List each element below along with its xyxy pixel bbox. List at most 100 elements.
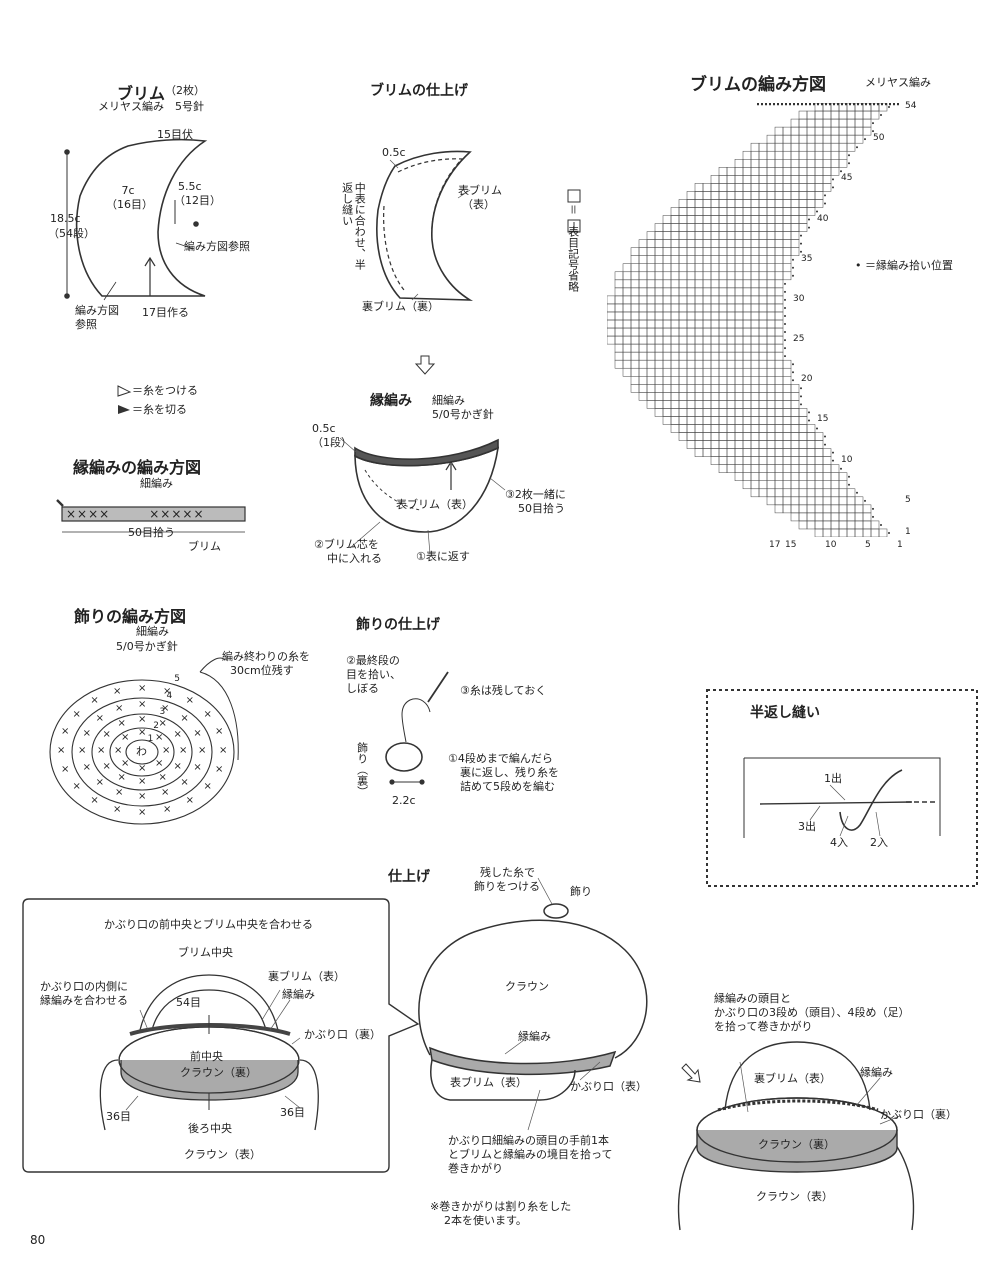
right-edge: 縁編み — [860, 1066, 893, 1079]
grid-cell — [742, 480, 752, 490]
grid-cell — [782, 472, 792, 481]
grid-cell — [750, 351, 760, 361]
grid-cell — [758, 367, 768, 377]
grid-cell — [782, 142, 792, 152]
grid-cell — [814, 126, 824, 136]
grid-cell — [766, 367, 776, 377]
grid-cell — [638, 335, 648, 345]
grid-cell — [718, 183, 728, 192]
grid-cell — [718, 448, 728, 457]
grid-cell — [670, 311, 680, 321]
grid-cell — [662, 311, 672, 321]
grid-cell — [766, 351, 776, 361]
grid-cell — [758, 376, 768, 385]
grid-cell — [774, 191, 784, 200]
grid-cell — [654, 319, 664, 329]
grid-cell — [758, 432, 768, 441]
grid-cell — [838, 110, 848, 120]
grid-cell — [742, 199, 752, 208]
stitch-x: × — [117, 718, 126, 729]
finish-note2c: 巻きかがり — [448, 1162, 503, 1175]
grid-cell — [742, 150, 752, 160]
grid-cell — [806, 159, 816, 168]
pick-dot — [832, 178, 834, 181]
grid-cell — [638, 247, 648, 256]
grid-cell — [782, 416, 792, 425]
grid-cell — [774, 159, 784, 168]
grid-cell — [630, 247, 640, 256]
grid-cell — [678, 424, 688, 433]
grid-cell — [702, 400, 712, 409]
grid-cell — [814, 480, 824, 490]
grid-cell — [782, 376, 792, 385]
grid-cell — [822, 464, 832, 473]
grid-cell — [806, 512, 816, 522]
grid-cell — [670, 351, 680, 361]
backstitch-box — [706, 689, 978, 887]
grid-cell — [774, 400, 784, 409]
grid-cell — [758, 384, 768, 393]
finish-beret — [418, 903, 648, 1101]
grid-cell — [734, 400, 744, 409]
edge-step3a: ③2枚一緒に — [505, 488, 566, 501]
pick-dot — [784, 306, 786, 309]
grid-cell — [758, 440, 768, 449]
stitch-x: × — [121, 732, 130, 744]
pick-dot — [800, 395, 802, 398]
grid-cell — [790, 456, 800, 465]
grid-cell — [654, 335, 664, 345]
grid-cell — [670, 207, 680, 216]
grid-cell — [742, 424, 752, 433]
edge-sub1: 細編み — [432, 394, 465, 407]
grid-cell — [750, 199, 760, 208]
grid-cell — [710, 456, 720, 465]
grid-cell — [686, 271, 696, 281]
grid-cell — [758, 392, 768, 401]
grid-cell — [630, 367, 640, 377]
grid-cell — [806, 199, 816, 208]
grid-cell — [750, 207, 760, 216]
grid-cell — [758, 408, 768, 417]
grid-cell — [638, 367, 648, 377]
grid-cell — [814, 110, 824, 120]
pick-dot — [832, 186, 834, 189]
grid-cell — [806, 126, 816, 136]
grid-cell — [814, 118, 824, 128]
grid-cell — [798, 432, 808, 441]
grid-cell — [854, 118, 864, 128]
ornament-chart-tail2: 30cm位残す — [230, 664, 294, 677]
pick-dot — [888, 531, 890, 534]
grid-cell — [798, 215, 808, 224]
grid-cell — [662, 400, 672, 409]
pick-dot — [840, 467, 842, 470]
grid-cell — [670, 367, 680, 377]
grid-cell — [686, 343, 696, 353]
grid-cell — [646, 311, 656, 321]
row-label: 10 — [841, 454, 853, 465]
grid-cell — [686, 199, 696, 208]
pick-dot — [832, 459, 834, 462]
grid-cell — [774, 183, 784, 192]
grid-cell — [766, 134, 776, 144]
grid-cell — [726, 255, 736, 264]
brim-finish-margin: 0.5c — [382, 146, 406, 159]
stitch-x: × — [163, 803, 172, 815]
grid-cell — [806, 488, 816, 498]
grid-cell — [854, 126, 864, 136]
grid-cell — [702, 351, 712, 361]
grid-cell — [614, 311, 624, 321]
grid-cell — [718, 287, 728, 297]
grid-cell — [814, 464, 824, 473]
grid-cell — [678, 271, 688, 281]
grid-cell — [798, 110, 808, 120]
grid-cell — [766, 191, 776, 200]
row-label: 50 — [873, 133, 885, 144]
grid-cell — [766, 207, 776, 216]
grid-cell — [630, 327, 640, 337]
grid-cell — [710, 408, 720, 417]
pick-dot — [864, 138, 866, 141]
grid-cell — [686, 303, 696, 313]
grid-cell — [710, 263, 720, 273]
grid-cell — [774, 311, 784, 321]
grid-cell — [638, 319, 648, 329]
